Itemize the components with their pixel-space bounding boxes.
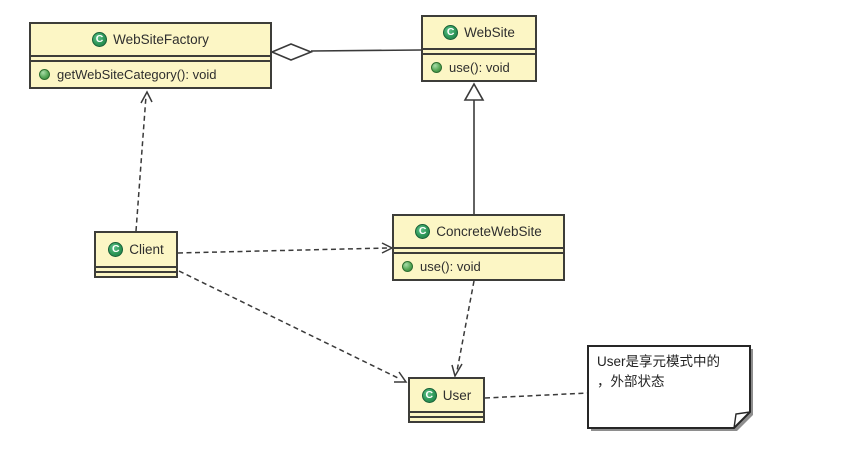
class-icon: C — [421, 387, 437, 403]
method-row: getWebSiteCategory(): void — [31, 62, 270, 87]
open-arrowhead-icon — [381, 242, 394, 254]
class-user: C User — [408, 377, 485, 423]
separator-line — [410, 416, 483, 418]
separator-line — [394, 252, 563, 254]
class-name: WebSiteFactory — [113, 32, 209, 47]
dependency-concretewebsite-user — [451, 280, 475, 378]
note-body — [587, 345, 751, 429]
note-text-line2: ，外部状态 — [597, 374, 665, 389]
class-name: User — [442, 387, 472, 403]
class-title: C Client — [96, 233, 176, 268]
separator — [96, 273, 176, 276]
separator — [410, 418, 483, 421]
class-icon: C — [108, 242, 124, 257]
class-website: C WebSite use(): void — [421, 15, 537, 82]
note-fold-line — [733, 411, 751, 429]
class-client: C Client — [94, 231, 178, 278]
class-name: WebSite — [464, 25, 515, 40]
note-text-line1: User是享元模式中的 — [597, 354, 721, 369]
class-icon: C — [92, 32, 108, 47]
method-label: getWebSiteCategory(): void — [57, 67, 217, 82]
open-arrowhead-icon — [140, 90, 153, 104]
separator-line — [96, 271, 176, 273]
class-title: C ConcreteWebSite — [394, 216, 563, 249]
class-name: ConcreteWebSite — [436, 224, 542, 239]
class-icon: C — [415, 224, 431, 239]
dependency-client-websitefactory — [135, 90, 153, 232]
hollow-triangle-icon — [463, 82, 485, 101]
class-title: C WebSite — [423, 17, 535, 50]
note-text: User是享元模式中的 ，外部状态 — [597, 352, 747, 392]
class-title: C WebSiteFactory — [31, 24, 270, 57]
open-arrowhead-icon — [451, 363, 463, 378]
separator-line — [31, 60, 270, 62]
class-websitefactory: C WebSiteFactory getWebSiteCategory(): v… — [29, 22, 272, 89]
method-visibility-icon — [39, 69, 50, 80]
method-label: use(): void — [420, 259, 481, 274]
method-row: use(): void — [423, 55, 535, 80]
dependency-client-user — [178, 270, 408, 383]
dependency-client-concretewebsite — [177, 242, 394, 254]
class-name: Client — [129, 242, 164, 257]
note-shape — [587, 345, 753, 431]
method-visibility-icon — [402, 261, 413, 272]
separator-line — [423, 53, 535, 55]
note-anchor-user-note — [484, 392, 589, 399]
class-title: C User — [410, 379, 483, 413]
class-icon: C — [443, 25, 459, 40]
aggregation-websitefactory-website — [269, 43, 422, 61]
method-label: use(): void — [449, 60, 510, 75]
class-concretewebsite: C ConcreteWebSite use(): void — [392, 214, 565, 281]
hollow-diamond-icon — [269, 43, 314, 61]
method-row: use(): void — [394, 254, 563, 279]
open-arrowhead-icon — [394, 371, 408, 383]
generalization-concretewebsite-website — [463, 82, 485, 214]
method-visibility-icon — [431, 62, 442, 73]
